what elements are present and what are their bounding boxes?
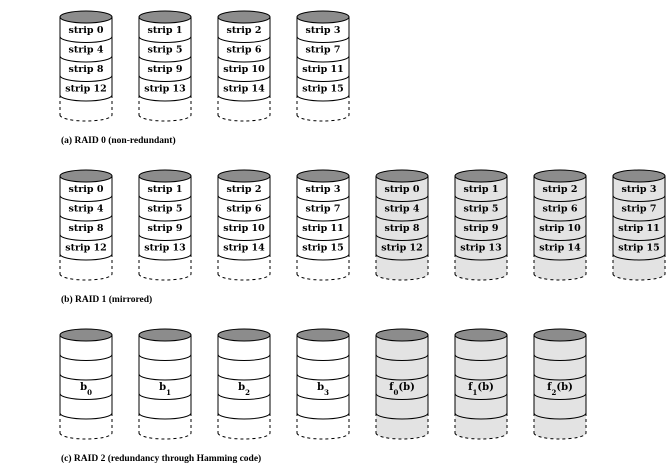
strip-label: strip 12 bbox=[65, 83, 107, 94]
disk-top bbox=[138, 328, 192, 342]
strip-label: strip 8 bbox=[69, 223, 104, 234]
disk-top bbox=[59, 10, 113, 24]
strip-label: strip 15 bbox=[302, 242, 344, 253]
data-disk: strip 2 strip 6 strip 10 strip 14 bbox=[217, 10, 271, 122]
strip-label: strip 0 bbox=[69, 25, 104, 36]
caption-raid1: (b) RAID 1 (mirrored) bbox=[61, 295, 153, 305]
disk-top bbox=[454, 328, 508, 342]
strip-label: strip 1 bbox=[148, 25, 183, 36]
strip-label: strip 14 bbox=[223, 83, 265, 94]
disk-top bbox=[59, 169, 113, 183]
strip-label: strip 14 bbox=[223, 242, 265, 253]
data-disk: strip 3 strip 7 strip 11 strip 15 bbox=[296, 10, 350, 122]
strip-label: strip 0 bbox=[385, 184, 420, 195]
strip-label: strip 14 bbox=[539, 242, 581, 253]
strip-label: strip 9 bbox=[148, 64, 183, 75]
strip-label: strip 1 bbox=[464, 184, 499, 195]
redundant-disk: strip 0 strip 4 strip 8 strip 12 bbox=[375, 169, 429, 281]
strip-label: strip 12 bbox=[65, 242, 107, 253]
bit-label: b3 bbox=[317, 382, 329, 397]
bit-label: f2(b) bbox=[547, 382, 573, 397]
strip-label: strip 3 bbox=[306, 184, 341, 195]
data-disk: strip 3 strip 7 strip 11 strip 15 bbox=[296, 169, 350, 281]
strip-label: strip 2 bbox=[227, 25, 262, 36]
redundant-disk: strip 1 strip 5 strip 9 strip 13 bbox=[454, 169, 508, 281]
strip-label: strip 11 bbox=[302, 223, 344, 234]
strip-label: strip 11 bbox=[618, 223, 660, 234]
strip-label: strip 7 bbox=[306, 44, 341, 55]
strip-label: strip 5 bbox=[148, 44, 183, 55]
strip-label: strip 5 bbox=[148, 203, 183, 214]
strip-label: strip 3 bbox=[306, 25, 341, 36]
strip-label: strip 8 bbox=[69, 64, 104, 75]
disk-top bbox=[217, 10, 271, 24]
disk-top bbox=[533, 169, 587, 183]
disk-top bbox=[375, 169, 429, 183]
bit-label: b2 bbox=[238, 382, 250, 397]
strip-label: strip 10 bbox=[223, 223, 265, 234]
strip-label: strip 13 bbox=[144, 83, 186, 94]
strip-label: strip 13 bbox=[460, 242, 502, 253]
data-disk: strip 1 strip 5 strip 9 strip 13 bbox=[138, 169, 192, 281]
strip-label: strip 9 bbox=[148, 223, 183, 234]
strip-label: strip 1 bbox=[148, 184, 183, 195]
disk-top bbox=[454, 169, 508, 183]
disk-top bbox=[138, 10, 192, 24]
strip-label: strip 7 bbox=[306, 203, 341, 214]
strip-label: strip 5 bbox=[464, 203, 499, 214]
strip-label: strip 10 bbox=[539, 223, 581, 234]
strip-label: strip 3 bbox=[622, 184, 657, 195]
bit-label: b1 bbox=[159, 382, 171, 397]
redundant-disk: f2(b) bbox=[533, 328, 587, 440]
data-disk: strip 2 strip 6 strip 10 strip 14 bbox=[217, 169, 271, 281]
strip-label: strip 6 bbox=[227, 203, 262, 214]
redundant-disk: f0(b) bbox=[375, 328, 429, 440]
strip-label: strip 12 bbox=[381, 242, 423, 253]
disk-top bbox=[296, 10, 350, 24]
bit-label: b0 bbox=[80, 382, 92, 397]
caption-raid2: (c) RAID 2 (redundancy through Hamming c… bbox=[61, 454, 262, 464]
disk-top bbox=[296, 169, 350, 183]
strip-label: strip 15 bbox=[618, 242, 660, 253]
strip-label: strip 0 bbox=[69, 184, 104, 195]
strip-label: strip 2 bbox=[543, 184, 578, 195]
strip-label: strip 2 bbox=[227, 184, 262, 195]
strip-label: strip 7 bbox=[622, 203, 657, 214]
data-disk: b0 bbox=[59, 328, 113, 440]
disk-top bbox=[217, 328, 271, 342]
strip-label: strip 10 bbox=[223, 64, 265, 75]
disk-top bbox=[296, 328, 350, 342]
strip-label: strip 6 bbox=[227, 44, 262, 55]
redundant-disk: strip 2 strip 6 strip 10 strip 14 bbox=[533, 169, 587, 281]
disk-top bbox=[533, 328, 587, 342]
strip-label: strip 13 bbox=[144, 242, 186, 253]
data-disk: strip 0 strip 4 strip 8 strip 12 bbox=[59, 169, 113, 281]
disk-top bbox=[59, 328, 113, 342]
redundant-disk: f1(b) bbox=[454, 328, 508, 440]
strip-label: strip 11 bbox=[302, 64, 344, 75]
redundant-disk: strip 3 strip 7 strip 11 strip 15 bbox=[612, 169, 666, 281]
strip-label: strip 8 bbox=[385, 223, 420, 234]
disk-top bbox=[217, 169, 271, 183]
data-disk: b2 bbox=[217, 328, 271, 440]
strip-label: strip 4 bbox=[69, 44, 104, 55]
strip-label: strip 4 bbox=[69, 203, 104, 214]
caption-raid0: (a) RAID 0 (non-redundant) bbox=[61, 136, 176, 146]
strip-label: strip 4 bbox=[385, 203, 420, 214]
strip-label: strip 6 bbox=[543, 203, 578, 214]
data-disk: b1 bbox=[138, 328, 192, 440]
strip-label: strip 9 bbox=[464, 223, 499, 234]
disk-top bbox=[612, 169, 666, 183]
data-disk: strip 1 strip 5 strip 9 strip 13 bbox=[138, 10, 192, 122]
bit-label: f0(b) bbox=[389, 382, 415, 397]
data-disk: b3 bbox=[296, 328, 350, 440]
strip-label: strip 15 bbox=[302, 83, 344, 94]
disk-top bbox=[138, 169, 192, 183]
bit-label: f1(b) bbox=[468, 382, 494, 397]
data-disk: strip 0 strip 4 strip 8 strip 12 bbox=[59, 10, 113, 122]
disk-top bbox=[375, 328, 429, 342]
